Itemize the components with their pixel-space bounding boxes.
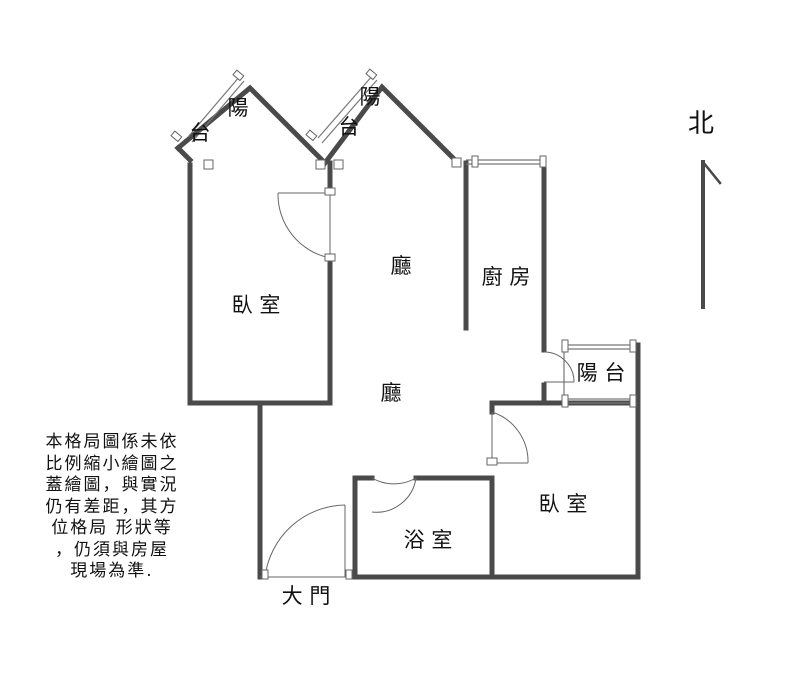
- label-living-upper: 廳: [391, 254, 412, 278]
- walls: [174, 83, 641, 580]
- label-bedroom-se: 臥 室: [539, 492, 588, 516]
- disclaimer-line: 現場為準.: [70, 561, 154, 581]
- disclaimer-line: 蓋繪圖，與實況: [45, 475, 179, 495]
- wall-balcony-nw: [174, 83, 462, 167]
- disclaimer-line: ，仍須與房屋: [55, 539, 169, 560]
- north-compass: 北: [688, 109, 722, 309]
- wall-bathroom: [352, 475, 375, 580]
- disclaimer-line: 仍有差距，其方: [45, 496, 179, 517]
- doors: [260, 192, 575, 578]
- label-kitchen: 廚 房: [482, 265, 531, 289]
- label-balcony-east: 陽 台: [577, 361, 626, 385]
- balcony-railings: [187, 74, 634, 404]
- label-balcony-n-2: 台: [339, 115, 360, 139]
- label-balcony-n-1: 陽: [360, 85, 381, 109]
- disclaimer-line: 本格局圖係未依: [45, 432, 179, 452]
- disclaimer-note: 本格局圖係未依 比例縮小繪圖之 蓋繪圖，與實況 仍有差距，其方 位格局 形狀等 …: [12, 432, 212, 583]
- compass-label: 北: [688, 109, 714, 139]
- wall-bay-stub-1: [174, 144, 194, 164]
- wall-jambs: [170, 68, 637, 580]
- label-bathroom: 浴 室: [404, 528, 453, 552]
- wall-bedroom-west: [187, 162, 333, 406]
- label-balcony-nw-2: 台: [190, 121, 211, 145]
- label-balcony-nw-1: 陽: [228, 96, 249, 120]
- disclaimer-line: 位格局 形狀等: [51, 518, 173, 538]
- label-living-lower: 廳: [381, 381, 402, 405]
- label-bedroom-west: 臥 室: [232, 293, 281, 317]
- label-main-door: 大 門: [282, 584, 331, 608]
- disclaimer-line: 比例縮小繪圖之: [45, 453, 179, 474]
